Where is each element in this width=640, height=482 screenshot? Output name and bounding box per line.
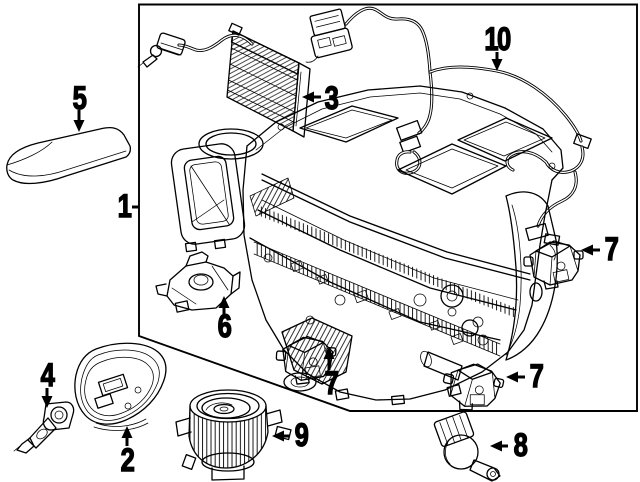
actuator-8-illustration [433,411,501,482]
callout-arrows [41,52,600,452]
callout-10: 10 [484,21,512,57]
evaporator-core-illustration [137,22,311,138]
callout-7a: 7 [604,231,619,267]
hvac-housing-illustration [170,85,564,406]
actuator-7a-illustration [523,240,584,290]
boundary-box [132,3,638,412]
callout-2: 2 [120,442,135,478]
callout-1: 1 [117,188,132,224]
callout-3: 3 [324,80,339,116]
sensor-illustration [13,401,75,454]
seal-pad-illustration [6,127,132,185]
callout-7c: 7 [529,358,544,394]
callout-7b: 7 [324,365,339,401]
callout-5: 5 [72,80,87,116]
wiring-harness-illustration [305,6,592,261]
inlet-cover-illustration [74,342,167,431]
callout-6: 6 [217,308,232,344]
callout-8: 8 [513,427,528,463]
bracket-illustration [155,251,241,313]
blower-motor-illustration [175,389,292,481]
callout-4: 4 [40,357,55,393]
callout-9: 9 [294,417,309,453]
